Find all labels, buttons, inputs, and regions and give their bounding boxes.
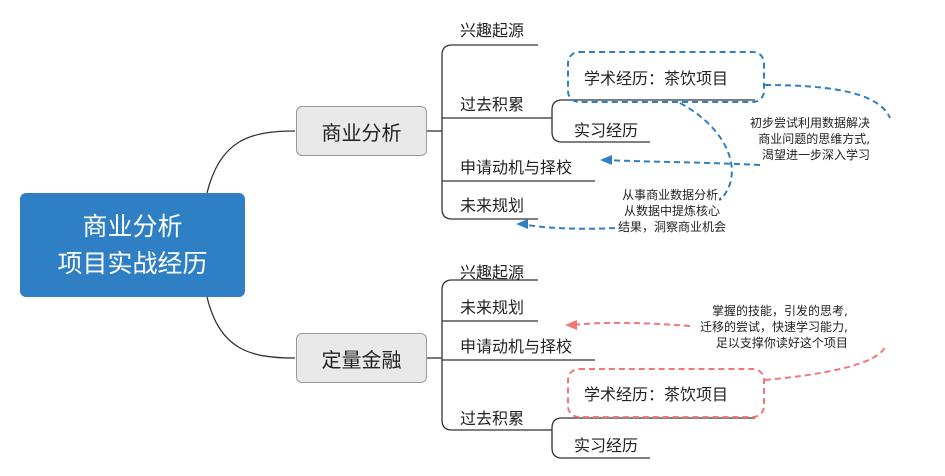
b2-future-plan[interactable]: 未来规划 bbox=[460, 298, 525, 317]
branch-business-analytics[interactable]: 商业分析 bbox=[296, 106, 427, 156]
root-title-line2: 项目实战经历 bbox=[57, 249, 208, 278]
b1-motivation-school[interactable]: 申请动机与择校 bbox=[460, 158, 573, 177]
b1-academic-project[interactable]: 学术经历：茶饮项目 bbox=[584, 69, 729, 88]
root-topic[interactable]: 商业分析 项目实战经历 bbox=[20, 193, 245, 297]
note-red-skills: 掌握的技能，引发的思考, 迁移的尝试，快速学习能力, 足以支撑你读好这个项目 bbox=[700, 304, 848, 350]
root-title-line1: 商业分析 bbox=[82, 212, 183, 241]
b2-academic-highlight bbox=[567, 368, 765, 418]
b1-academic-highlight bbox=[567, 51, 765, 103]
b2-past-accumulation[interactable]: 过去积累 bbox=[460, 409, 525, 428]
b2-interest-origin[interactable]: 兴趣起源 bbox=[460, 263, 525, 282]
b1-internship[interactable]: 实习经历 bbox=[574, 121, 639, 140]
b1-future-plan[interactable]: 未来规划 bbox=[460, 196, 525, 215]
branch-quant-finance[interactable]: 定量金融 bbox=[296, 333, 427, 383]
note-blue-past: 初步尝试利用数据解决 商业问题的思维方式, 渴望进一步深入学习 bbox=[750, 116, 871, 162]
b2-academic-project[interactable]: 学术经历：茶饮项目 bbox=[584, 385, 729, 404]
b1-interest-origin[interactable]: 兴趣起源 bbox=[460, 21, 525, 40]
b1-past-accumulation[interactable]: 过去积累 bbox=[460, 95, 525, 114]
note-blue-future: 从事商业数据分析, 从数据中提炼核心 结果，洞察商业机会 bbox=[618, 188, 727, 234]
b2-internship[interactable]: 实习经历 bbox=[574, 436, 639, 455]
b2-motivation-school[interactable]: 申请动机与择校 bbox=[460, 337, 573, 356]
